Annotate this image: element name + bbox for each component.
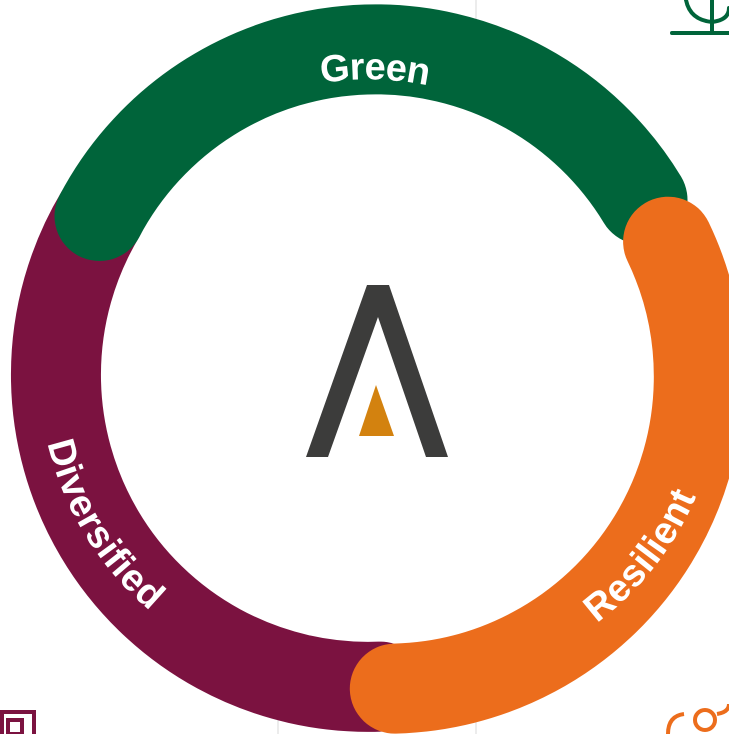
logo-inner-triangle: [359, 385, 394, 436]
svg-text:Green: Green: [318, 46, 434, 94]
segment-resilient[interactable]: [349, 196, 729, 734]
people-icon: [666, 703, 729, 734]
label-green: Green: [318, 46, 434, 94]
segment-green[interactable]: [54, 4, 688, 261]
segment-diversified[interactable]: [11, 169, 426, 732]
center-logo: [306, 285, 448, 457]
ring-segments: [11, 4, 729, 734]
logo-chevron: [306, 285, 448, 457]
tree-icon: [670, 0, 729, 35]
square-icon: [0, 710, 36, 734]
